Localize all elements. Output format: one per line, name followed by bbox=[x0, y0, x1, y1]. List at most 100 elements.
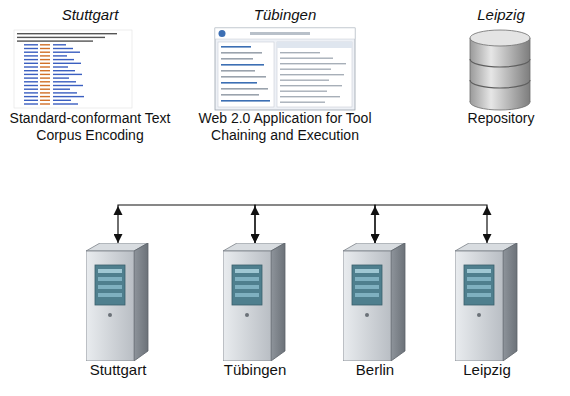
ui-line bbox=[221, 52, 262, 54]
server-node: Leipzig bbox=[439, 243, 535, 379]
code-line bbox=[53, 59, 74, 60]
code-attr bbox=[40, 63, 50, 64]
code-line bbox=[24, 77, 38, 78]
code-line bbox=[53, 85, 83, 86]
ui-line bbox=[280, 58, 333, 59]
server-label: Stuttgart bbox=[70, 361, 166, 379]
site-heading: Stuttgart bbox=[5, 6, 175, 24]
ui-line bbox=[280, 102, 325, 103]
code-line bbox=[24, 55, 38, 56]
code-line bbox=[24, 81, 38, 82]
ui-line bbox=[280, 74, 344, 75]
ui-line bbox=[221, 58, 253, 60]
code-line bbox=[53, 96, 84, 97]
code-attr bbox=[40, 96, 50, 97]
arrow-head bbox=[483, 206, 492, 215]
code-line bbox=[24, 48, 38, 49]
code-attr bbox=[40, 92, 50, 93]
site-heading: Tübingen bbox=[172, 6, 398, 24]
code-attr bbox=[40, 44, 50, 45]
code-line bbox=[24, 85, 38, 86]
code-line bbox=[53, 44, 66, 45]
server-node: Stuttgart bbox=[70, 243, 166, 379]
code-line bbox=[53, 89, 70, 90]
ui-line bbox=[221, 46, 251, 48]
ui-line bbox=[280, 80, 329, 81]
code-line bbox=[53, 103, 78, 104]
code-attr bbox=[40, 89, 50, 90]
code-line bbox=[17, 37, 105, 38]
server-node: Tübingen bbox=[207, 243, 303, 379]
code-line bbox=[53, 55, 67, 56]
code-line bbox=[17, 33, 117, 34]
code-line bbox=[53, 63, 81, 64]
arrow-head bbox=[251, 206, 260, 215]
code-attr bbox=[40, 81, 50, 82]
server-icon bbox=[86, 243, 148, 361]
code-attr bbox=[40, 77, 50, 78]
ui-line bbox=[221, 76, 266, 78]
code-line bbox=[24, 66, 38, 67]
code-line bbox=[53, 52, 80, 53]
database-cylinder bbox=[470, 30, 530, 110]
code-attr bbox=[40, 48, 50, 49]
code-attr bbox=[40, 103, 50, 104]
code-attr bbox=[40, 70, 50, 71]
bus-connector bbox=[375, 205, 487, 243]
code-line bbox=[24, 100, 38, 101]
arrow-head bbox=[371, 206, 380, 215]
server-label: Tübingen bbox=[207, 361, 303, 379]
site-heading: Leipzig bbox=[440, 6, 562, 24]
web-app-screenshot bbox=[215, 28, 355, 110]
code-line bbox=[24, 89, 38, 90]
component-column: StuttgartStandard-conformant Text Corpus… bbox=[5, 6, 175, 144]
code-line bbox=[17, 40, 93, 41]
code-attr bbox=[40, 74, 50, 75]
server-node: Berlin bbox=[327, 243, 423, 379]
ui-line bbox=[221, 82, 257, 84]
ui-line bbox=[221, 64, 264, 66]
bus-connector bbox=[118, 205, 255, 243]
server-label: Berlin bbox=[327, 361, 423, 379]
ui-line bbox=[280, 85, 342, 86]
code-line bbox=[53, 70, 75, 71]
xml-file-illustration bbox=[14, 30, 132, 108]
component-column: LeipzigRepository bbox=[440, 6, 562, 127]
code-attr bbox=[40, 55, 50, 56]
server-icon bbox=[343, 243, 405, 361]
code-line bbox=[24, 70, 38, 71]
code-line bbox=[53, 100, 71, 101]
code-attr bbox=[40, 52, 50, 53]
ui-line bbox=[280, 96, 340, 97]
ui-line bbox=[221, 88, 268, 90]
code-attr bbox=[40, 85, 50, 86]
code-line bbox=[53, 66, 68, 67]
code-line bbox=[53, 48, 73, 49]
ui-line bbox=[221, 94, 259, 96]
code-line bbox=[53, 74, 82, 75]
code-line bbox=[53, 77, 69, 78]
code-line bbox=[24, 103, 38, 104]
code-line bbox=[24, 44, 38, 45]
server-icon bbox=[455, 243, 517, 361]
ui-line bbox=[280, 52, 320, 53]
component-caption: Repository bbox=[440, 110, 562, 127]
code-attr bbox=[40, 59, 50, 60]
code-attr bbox=[40, 100, 50, 101]
code-line bbox=[24, 74, 38, 75]
ui-line bbox=[280, 63, 346, 64]
code-line bbox=[24, 59, 38, 60]
code-attr bbox=[40, 66, 50, 67]
code-line bbox=[24, 63, 38, 64]
code-line bbox=[53, 81, 76, 82]
component-caption: Standard-conformant Text Corpus Encoding bbox=[5, 110, 175, 144]
code-line bbox=[24, 96, 38, 97]
component-caption: Web 2.0 Application for Tool Chaining an… bbox=[172, 110, 398, 144]
server-icon bbox=[223, 243, 285, 361]
ui-line bbox=[280, 69, 331, 70]
code-line bbox=[53, 92, 77, 93]
ui-line bbox=[221, 100, 270, 102]
bus-connector bbox=[255, 205, 375, 243]
ui-line bbox=[280, 91, 327, 92]
